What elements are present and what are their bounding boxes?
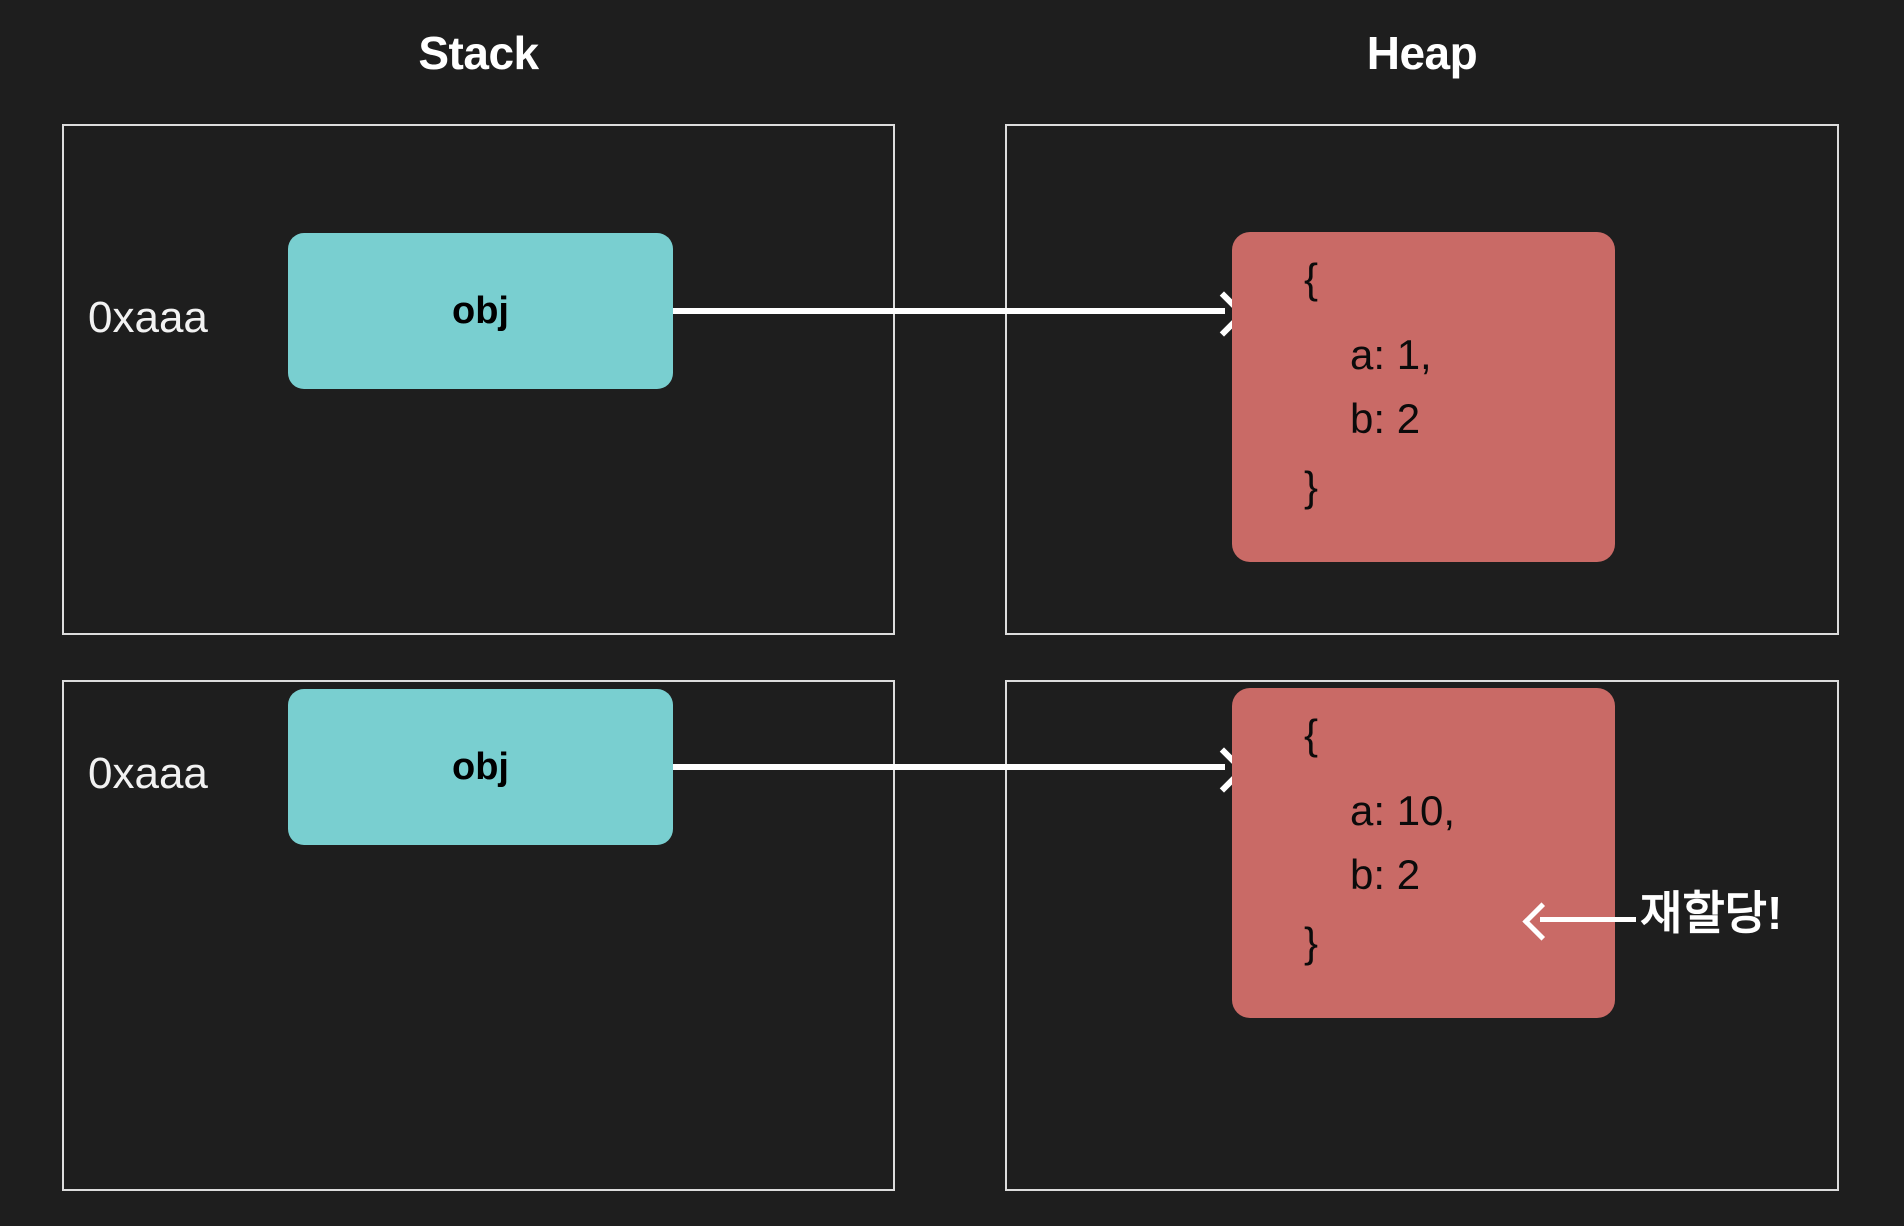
pointer-arrow-line-row-2: [673, 764, 1225, 770]
stack-frame-row-1: [62, 124, 895, 635]
heap-brace-close-row-2: }: [1304, 919, 1319, 966]
stack-variable-box-row-2: obj: [288, 689, 673, 845]
stack-address-label-row-2: 0xaaa: [88, 749, 208, 798]
heap-frame-row-2: [1005, 680, 1839, 1191]
heap-property-a-row-2: a: 10,: [1350, 787, 1456, 834]
heap-column-title: Heap: [1366, 27, 1478, 79]
stack-variable-label-row-1: obj: [452, 289, 509, 332]
stack-frame-row-2: [62, 680, 895, 1191]
heap-brace-open-row-2: {: [1304, 711, 1319, 758]
heap-frame-row-1: [1005, 124, 1839, 635]
heap-object-box-row-2: { a: 10, b: 2 }: [1232, 688, 1615, 1018]
pointer-arrow-line-row-1: [673, 308, 1225, 314]
heap-property-b-row-1: b: 2: [1350, 395, 1421, 442]
stack-column-title: Stack: [418, 27, 539, 79]
heap-brace-open-row-1: {: [1304, 255, 1319, 302]
heap-object-box-row-1: { a: 1, b: 2 }: [1232, 232, 1615, 562]
stack-variable-label-row-2: obj: [452, 745, 509, 788]
annotation-label-reassigned: 재할당!: [1640, 887, 1783, 939]
stack-address-label-row-1: 0xaaa: [88, 293, 208, 342]
heap-brace-close-row-1: }: [1304, 463, 1319, 510]
stack-variable-box-row-1: obj: [288, 233, 673, 389]
annotation-arrow-line: [1540, 917, 1636, 922]
heap-property-a-row-1: a: 1,: [1350, 331, 1432, 378]
heap-property-b-row-2: b: 2: [1350, 851, 1421, 898]
